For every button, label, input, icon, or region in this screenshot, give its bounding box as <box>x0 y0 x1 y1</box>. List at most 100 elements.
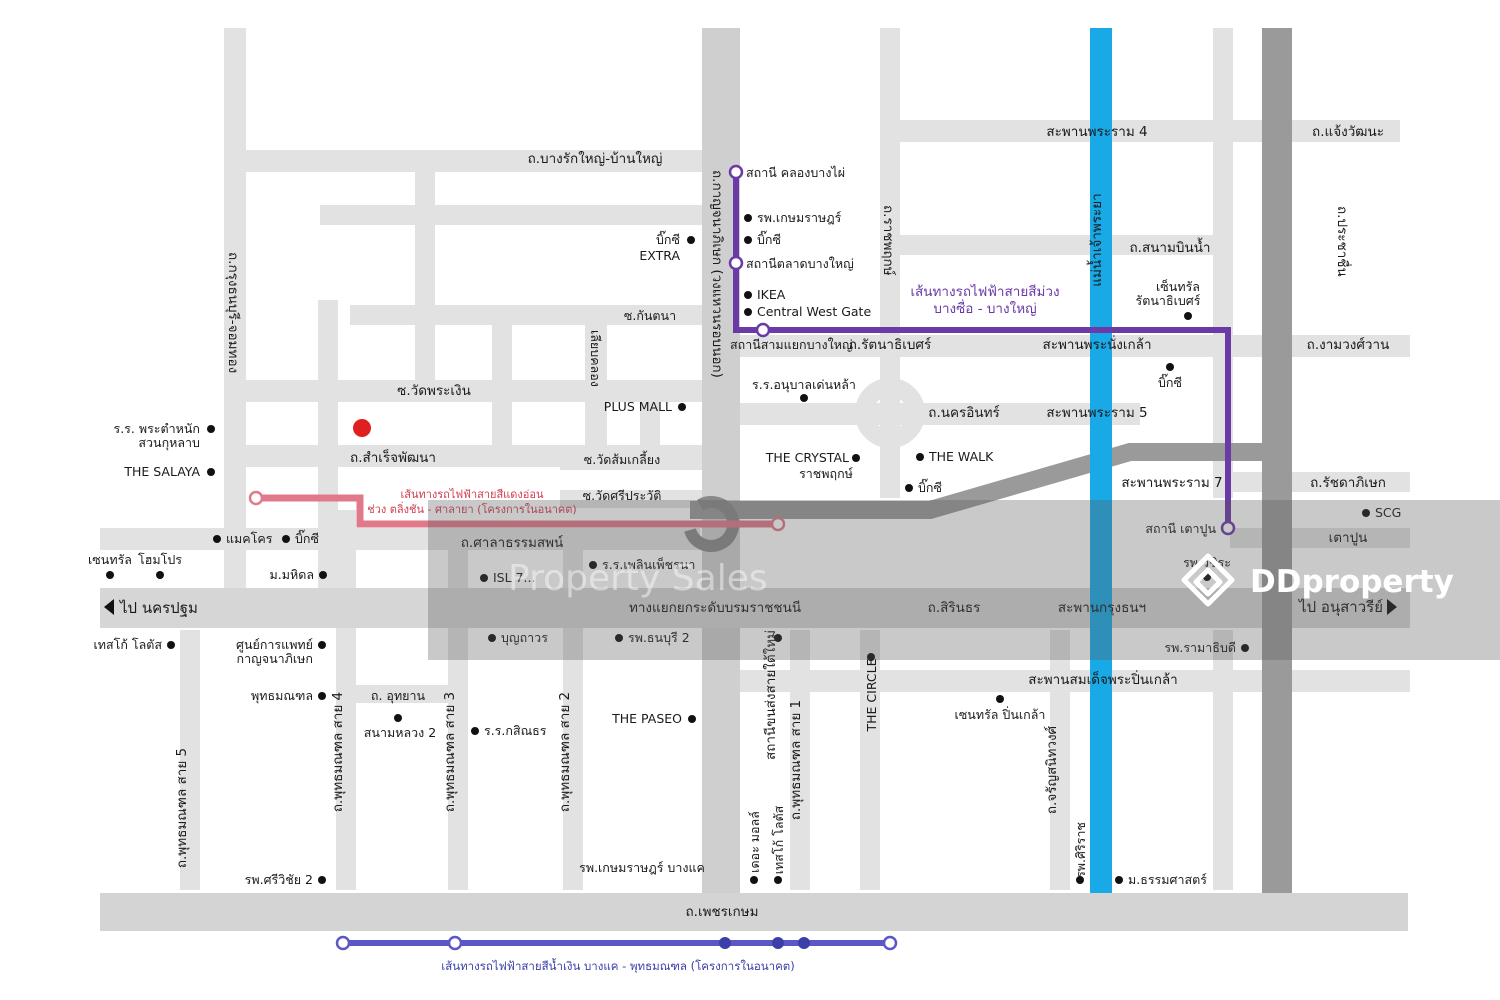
poi-the-crystal-2: ราชพฤกษ์ <box>799 466 853 481</box>
blue-line <box>335 935 898 951</box>
road-labels: ถ.บางรักใหญ่-บ้านใหญ่ ถ.กาญจนาภิเษก (วงแ… <box>104 124 1397 920</box>
poi-medical-center-2: กาญจนาภิเษก <box>237 651 313 666</box>
road-utthayan <box>350 685 460 703</box>
poi-sanamluang2: สนามหลวง 2 <box>364 725 436 740</box>
label-sirindhorn: ถ.สิรินธร <box>928 600 981 616</box>
label-sanambinnam: ถ.สนามบินน้ำ <box>1129 237 1210 256</box>
poi-tesco-bangkae: เทสโก้ โลตัส <box>771 805 786 874</box>
poi-homepro: โฮมโปร <box>138 552 182 567</box>
station-sam-yaek-bang-yai <box>755 322 771 338</box>
road-phutthamonthon1 <box>790 630 810 890</box>
label-khlong: เลียบคลอง <box>588 330 603 387</box>
red-line-start <box>248 490 264 506</box>
road-nakhon-in <box>740 403 1140 425</box>
poi-thonburi2: รพ.ธนบุรี 2 <box>628 630 690 646</box>
red-line <box>248 490 786 532</box>
arrow-right-icon <box>1387 599 1397 615</box>
road-right-lower <box>1213 630 1233 890</box>
label-samruayphatthana: ถ.สำเร็จพัฒนา <box>350 448 436 466</box>
road-vertical-d <box>640 380 660 470</box>
label-tao-poon: เตาปูน <box>1329 530 1368 546</box>
label-pracha-chuen: ถ.ประชาชื่น <box>1334 206 1352 277</box>
poi-rama-school-2: สวนกุหลาบ <box>138 435 200 451</box>
label-ratchaphruek: ถ.ราชพฤกษ์ <box>880 205 897 276</box>
minor-roads <box>100 28 1410 890</box>
label-utthayan: ถ. อุทยาน <box>371 688 426 704</box>
poi-the-mall: เดอะ มอลล์ <box>747 811 762 873</box>
label-kinthana: ซ.กันตนา <box>624 308 676 323</box>
label-purple-line-1: เส้นทางรถไฟฟ้าสายสีม่วง <box>910 284 1059 300</box>
poi-tesco-salaya: เทสโก้ โลตัส <box>93 637 162 652</box>
road-upper-connector <box>320 205 710 225</box>
label-bus-terminal: สถานีขนส่งสายใต้ใหม่ <box>762 630 779 760</box>
label-ratchadaphisek: ถ.รัชดาภิเษก <box>1310 475 1386 491</box>
property-location-marker[interactable] <box>353 419 371 437</box>
road-kanchanaphisek <box>702 28 740 893</box>
road-phetkasem <box>100 893 1408 931</box>
expressway-diagonal <box>690 443 1265 519</box>
label-red-line-1: เส้นทางรถไฟฟ้าสายสีแดงอ่อน <box>400 488 544 501</box>
label-phutthamonthon5: ถ.พุทธมณฑล สาย 5 <box>174 748 190 868</box>
roundabout-ratchaphruek <box>855 378 925 448</box>
label-rama5-bridge: สะพานพระราม 5 <box>1046 405 1147 421</box>
label-sriprawat: ซ.วัดศรีประวัติ <box>583 488 662 503</box>
poi-rama-school-1: ร.ร. พระตำหนัก <box>113 421 200 436</box>
poi-anuban-school: ร.ร.อนุบาลเด่นหล้า <box>752 377 856 393</box>
road-circle <box>860 630 880 890</box>
road-vertical-c <box>492 305 512 465</box>
poi-central-salaya: เซนทรัล <box>88 552 132 567</box>
poi-siriraj: รพ.ศิริราช <box>1073 822 1088 878</box>
label-somdet-pinklao: สะพานสมเด็จพระปิ่นเกล้า <box>1028 670 1177 688</box>
poi-bigc-ratchaphruek: บิ๊กซี <box>918 478 942 495</box>
poi-kasemrad-school: ร.ร.กสิณธร <box>484 723 547 738</box>
label-purple-line-2: บางซื่อ - บางใหญ่ <box>933 299 1036 317</box>
station-tao-poon <box>1220 520 1236 536</box>
arrow-left-icon <box>104 599 114 615</box>
label-phutthamonthon3: ถ.พุทธมณฑล สาย 3 <box>442 692 458 812</box>
label-rattanathibet: ถ.รัตนาธิเบศร์ <box>849 336 932 353</box>
road-bangruk-banyai <box>228 150 708 172</box>
label-phutthamonthon4: ถ.พุทธมณฑล สาย 4 <box>330 692 346 812</box>
poi-bigc-nonthaburi: บิ๊กซี <box>1158 373 1182 390</box>
label-to-victory: ไป อนุสาวรีย์ <box>1298 598 1383 617</box>
label-charansanitwong: ถ.จรัญสนิทวงศ์ <box>1043 725 1060 814</box>
poi-ramathibodi: รพ.รามาธิบดี <box>1164 640 1236 655</box>
poi-central-rattanathibet-1: เซ็นทรัล <box>1156 279 1200 294</box>
road-phutthamonthon5 <box>180 630 200 890</box>
label-bangruk-banyai: ถ.บางรักใหญ่-บ้านใหญ่ <box>528 150 663 167</box>
poi-the-circle: THE CIRCLE <box>864 658 879 732</box>
poi-makro: แมคโคร <box>226 531 273 546</box>
road-khlong <box>585 305 607 465</box>
expressway-vertical <box>1262 28 1292 893</box>
label-krungthon-chomthong: ถ.กรุงธนบุรี-จอมทอง <box>225 252 241 373</box>
poi-mahidol: ม.มหิดล <box>270 567 314 582</box>
road-sanambinnam <box>900 235 1220 255</box>
purple-line <box>728 164 1236 536</box>
station-khlong-bang-phai <box>728 164 744 180</box>
label-phutthamonthon1: ถ.พุทธมณฑล สาย 1 <box>788 700 804 820</box>
poi-ikea: IKEA <box>757 287 786 302</box>
poi-the-paseo: THE PASEO <box>611 711 682 726</box>
label-saladhammasop: ถ.ศาลาธรรมสพน์ <box>461 534 564 551</box>
poi-sriprawat-school: ร.ร.เพลินเพ็ชรนา <box>602 557 695 572</box>
road-tao-poon <box>1230 528 1410 548</box>
poi-bigc-salaya: บิ๊กซี <box>295 529 319 546</box>
label-kanchanaphisek: ถ.กาญจนาภิเษก (วงแหวนรอบนอก) <box>709 170 725 378</box>
poi-kasemrad-bangkae: รพ.เกษมราษฎร์ บางแค <box>579 860 705 875</box>
road-rattanathibet <box>740 335 1410 357</box>
road-charansanitwong <box>1050 630 1070 890</box>
poi-the-salaya: THE SALAYA <box>123 464 200 479</box>
poi-the-walk: THE WALK <box>928 449 994 464</box>
label-station-tao-poon: สถานี เตาปูน <box>1145 521 1216 537</box>
label-station-talad-bang-yai: สถานีตลาดบางใหญ่ <box>746 256 854 271</box>
poi-scg: SCG <box>1375 505 1401 520</box>
poi-central-rattanathibet-2: รัตนาธิเบศร์ <box>1136 293 1201 308</box>
label-blue-line: เส้นทางรถไฟฟ้าสายสีน้ำเงิน บางแค - พุทธม… <box>441 958 794 973</box>
poi-phutthamonthon-park: พุทธมณฑล <box>251 688 313 704</box>
poi-isl: ISL 7... <box>493 570 535 585</box>
poi-the-crystal-1: THE CRYSTAL <box>765 450 849 465</box>
poi-central-westgate: Central West Gate <box>757 304 871 319</box>
label-rama7-bridge: สะพานพระราม 7 <box>1121 475 1222 491</box>
label-wat-somklieng: ซ.วัดส้มเกลี้ยง <box>584 450 660 467</box>
poi-boonthavorn: บุญถาวร <box>501 630 548 646</box>
